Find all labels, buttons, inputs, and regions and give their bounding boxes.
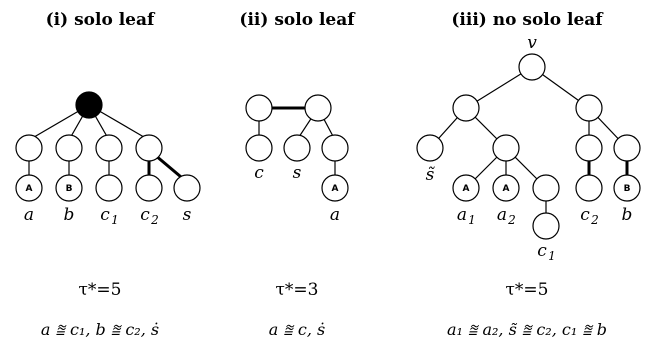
leaf-node-c2 xyxy=(135,174,163,202)
leaf-node-a2 xyxy=(492,174,520,202)
panel-i-tau: τ*=5 xyxy=(79,280,122,300)
leaf-label-c2: c xyxy=(140,205,150,225)
tree-node xyxy=(492,134,520,162)
leaf-label-a: a xyxy=(330,205,340,225)
tree-node xyxy=(304,94,332,122)
leaf-label-c2-sub: 2 xyxy=(150,213,159,227)
leaf-node-a xyxy=(15,174,43,202)
panel-ii-title: (ii) solo leaf xyxy=(239,10,356,30)
leaf-node-s xyxy=(283,134,311,162)
leaf-label-c1: c xyxy=(100,205,110,225)
leaf-label-c: c xyxy=(254,163,264,183)
tree-node xyxy=(135,134,163,162)
tree-node xyxy=(613,134,641,162)
chip-label-a: A xyxy=(332,184,339,194)
panel-iii-title: (iii) no solo leaf xyxy=(451,10,604,30)
root-node-v xyxy=(518,53,546,81)
panel-ii-tau: τ*=3 xyxy=(276,280,319,300)
leaf-label-a2: a xyxy=(497,205,507,225)
panel-i-title: (i) solo leaf xyxy=(46,10,156,30)
leaf-label-b: b xyxy=(64,205,75,225)
leaf-label-a1-sub: 1 xyxy=(468,213,476,227)
tree-node xyxy=(245,94,273,122)
panel-ii-pairs: a ⩰ c, ṡ xyxy=(269,320,325,339)
leaf-label-c2-sub: 2 xyxy=(590,213,599,227)
tree-node xyxy=(575,134,603,162)
leaf-label-s: s xyxy=(293,163,302,183)
leaf-node-c2 xyxy=(575,174,603,202)
leaf-label-stilde: s̃ xyxy=(426,165,436,185)
chip-label-b: B xyxy=(66,184,73,194)
panel-i: (i) solo leaf A B a b c 1 c 2 s τ*=5 xyxy=(15,10,201,339)
leaf-label-a2-sub: 2 xyxy=(507,213,516,227)
leaf-label-c1-sub: 1 xyxy=(548,249,556,263)
leaf-label-a: a xyxy=(24,205,34,225)
chip-label-a: A xyxy=(26,184,33,194)
leaf-label-c2: c xyxy=(580,205,590,225)
leaf-node-b xyxy=(613,174,641,202)
leaf-label-c1-sub: 1 xyxy=(111,213,119,227)
leaf-node-stilde xyxy=(416,134,444,162)
tree-node xyxy=(321,134,349,162)
leaf-node-s xyxy=(173,174,201,202)
leaf-node-a xyxy=(321,174,349,202)
tree-node xyxy=(55,134,83,162)
tree-node xyxy=(532,174,560,202)
leaf-node-b xyxy=(55,174,83,202)
panel-iii-tau: τ*=5 xyxy=(506,280,549,300)
root-label-v: v xyxy=(527,33,537,53)
leaf-label-a1: a xyxy=(457,205,467,225)
panel-iii-pairs: a₁ ⩰ a₂, s̃ ⩰ c₂, c₁ ⩰ b xyxy=(447,320,607,339)
leaf-label-s: s xyxy=(183,205,192,225)
chip-label-a2: A xyxy=(503,184,510,194)
leaf-label-b: b xyxy=(622,205,633,225)
leaf-node-c1 xyxy=(95,174,123,202)
panel-ii: (ii) solo leaf A c s a τ*=3 a ⩰ c, ṡ xyxy=(239,10,356,339)
tree-node xyxy=(15,134,43,162)
chip-label-a1: A xyxy=(463,184,470,194)
tree-node xyxy=(95,134,123,162)
leaf-node-c1 xyxy=(532,212,560,240)
root-node-black xyxy=(75,91,103,119)
leaf-node-c xyxy=(245,134,273,162)
leaf-label-c1: c xyxy=(537,241,547,261)
tree-node xyxy=(575,94,603,122)
tree-node xyxy=(452,94,480,122)
panel-i-pairs: a ⩰ c₁, b ⩰ c₂, ṡ xyxy=(41,320,159,339)
leaf-node-a1 xyxy=(452,174,480,202)
chip-label-b: B xyxy=(624,184,631,194)
panel-iii: (iii) no solo leaf v A A B s̃ a xyxy=(416,10,641,339)
